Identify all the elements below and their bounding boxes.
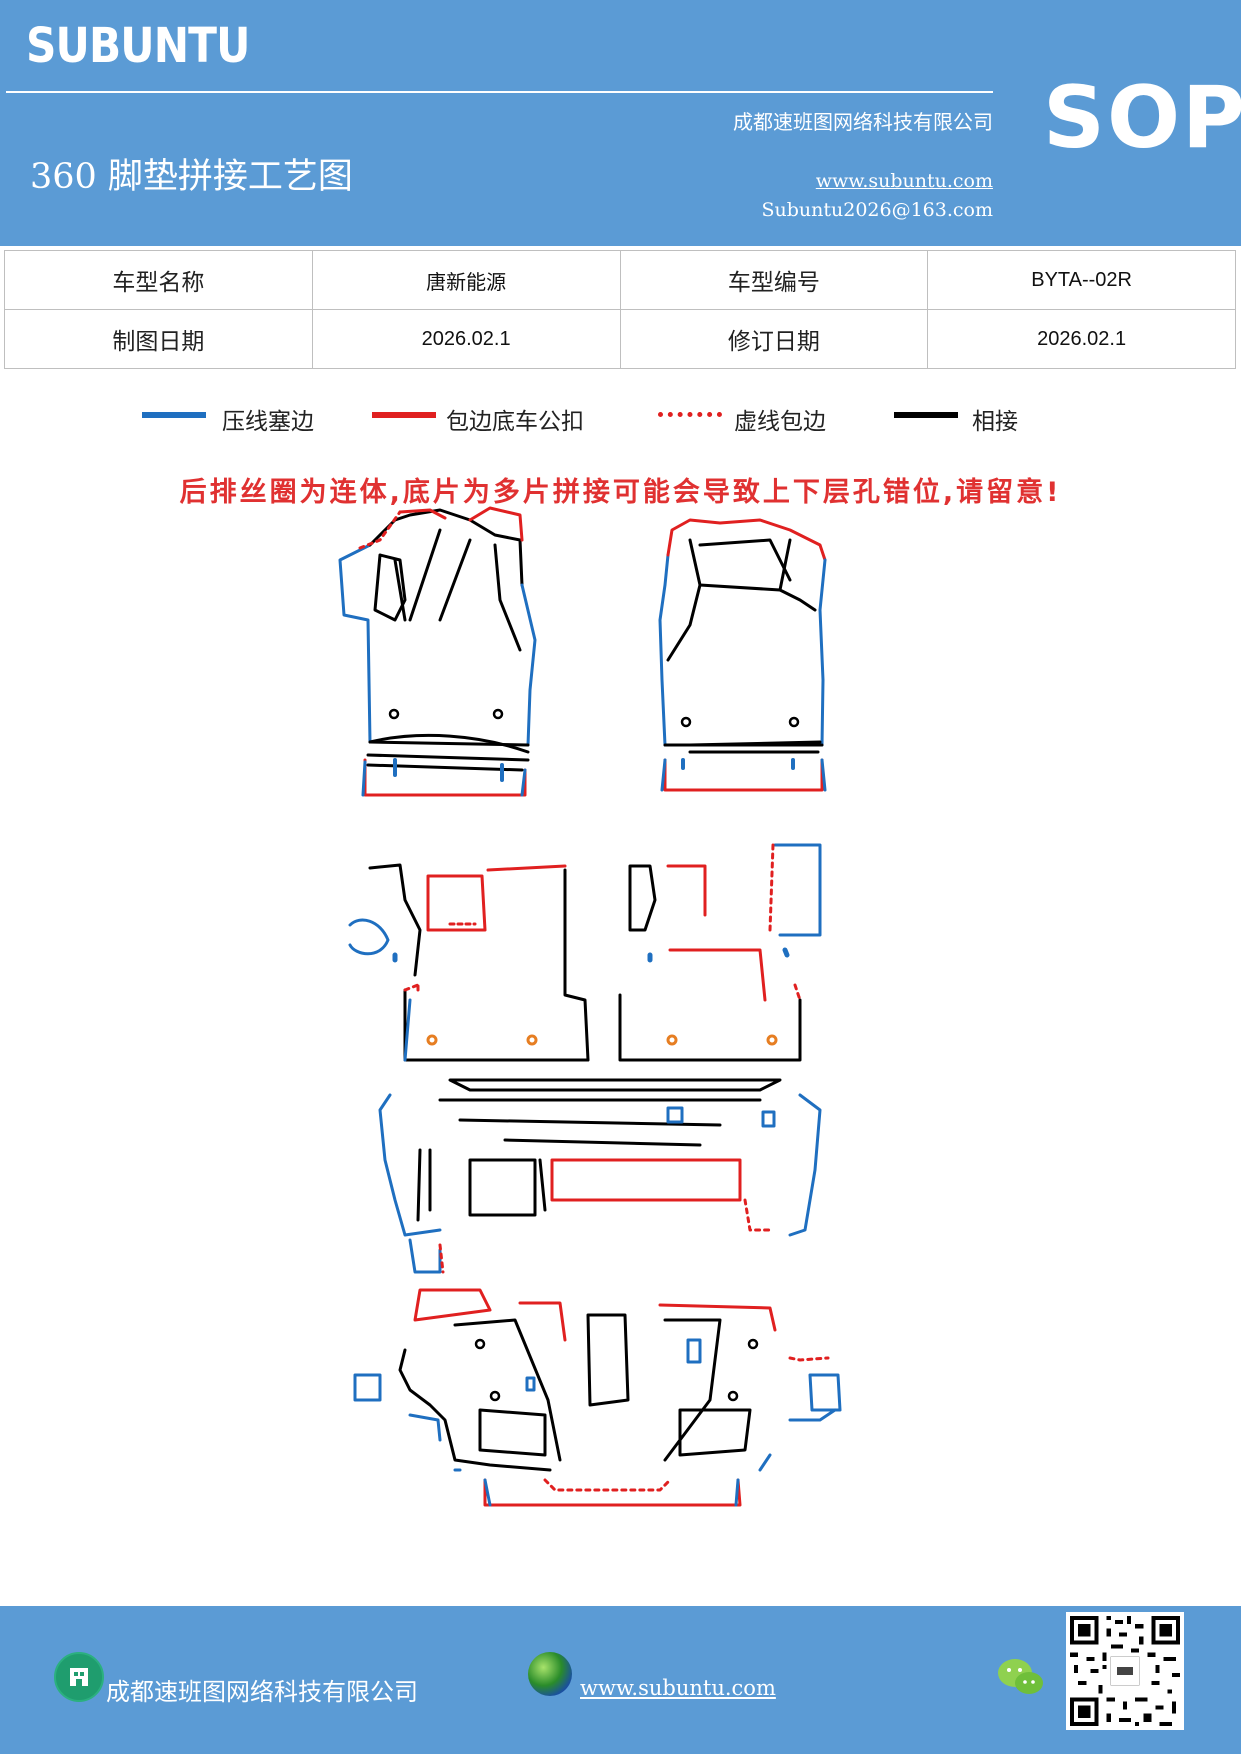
company-name: 成都速班图网络科技有限公司 <box>733 110 993 134</box>
front-right-mat <box>658 518 827 792</box>
building-icon <box>54 1652 104 1702</box>
page-title: 360 脚垫拼接工艺图 <box>30 157 353 197</box>
revise-date-value: 2026.02.1 <box>927 309 1236 369</box>
legend-swatch-black <box>894 412 958 418</box>
qr-code-pattern <box>1070 1616 1180 1726</box>
legend-swatch-red <box>372 412 436 418</box>
rear-mat <box>353 1288 842 1507</box>
warning-notice: 后排丝圈为连体,底片为多片拼接可能会导致上下层孔错位,请留意! <box>179 477 1062 508</box>
legend-swatch-blue <box>142 412 206 418</box>
table-row: 车型名称 唐新能源 车型编号 BYTA--02R <box>4 250 1236 310</box>
footer-website-link[interactable]: www.subuntu.com <box>580 1676 776 1700</box>
middle-bridge-mat <box>378 1078 822 1274</box>
qr-code <box>1066 1612 1184 1730</box>
building-icon-glyph <box>70 1668 88 1686</box>
sop-badge: SOP <box>1043 68 1241 168</box>
website-link[interactable]: www.subuntu.com <box>815 170 993 192</box>
legend-label: 包边底车公扣 <box>446 409 584 435</box>
footer-company-name: 成都速班图网络科技有限公司 <box>106 1678 418 1706</box>
model-code-value: BYTA--02R <box>927 250 1236 310</box>
table-row: 制图日期 2026.02.1 修订日期 2026.02.1 <box>4 309 1236 369</box>
header-divider <box>6 91 993 93</box>
vehicle-info-table: 车型名称 唐新能源 车型编号 BYTA--02R 制图日期 2026.02.1 … <box>4 250 1236 369</box>
legend-label: 压线塞边 <box>222 409 314 435</box>
second-row-mats <box>348 843 822 1062</box>
email-text: Subuntu2026@163.com <box>761 199 993 221</box>
front-left-mat <box>338 506 537 797</box>
legend-swatch-red-dotted <box>658 412 722 417</box>
wechat-icon <box>998 1659 1043 1694</box>
model-name-label: 车型名称 <box>4 250 313 310</box>
revise-date-label: 修订日期 <box>619 309 929 369</box>
legend-label: 相接 <box>972 409 1018 435</box>
legend-label: 虚线包边 <box>734 409 826 435</box>
model-code-label: 车型编号 <box>619 250 929 310</box>
header-banner: SUBUNTU 成都速班图网络科技有限公司 360 脚垫拼接工艺图 www.su… <box>0 0 1241 246</box>
globe-icon <box>528 1652 572 1696</box>
draw-date-value: 2026.02.1 <box>311 309 621 369</box>
draw-date-label: 制图日期 <box>4 309 313 369</box>
brand-logo: SUBUNTU <box>26 18 250 74</box>
model-name-value: 唐新能源 <box>311 250 621 310</box>
legend: 压线塞边 包边底车公扣 虚线包边 相接 <box>0 402 1241 438</box>
footer-banner: 成都速班图网络科技有限公司 www.subuntu.com <box>0 1606 1241 1754</box>
